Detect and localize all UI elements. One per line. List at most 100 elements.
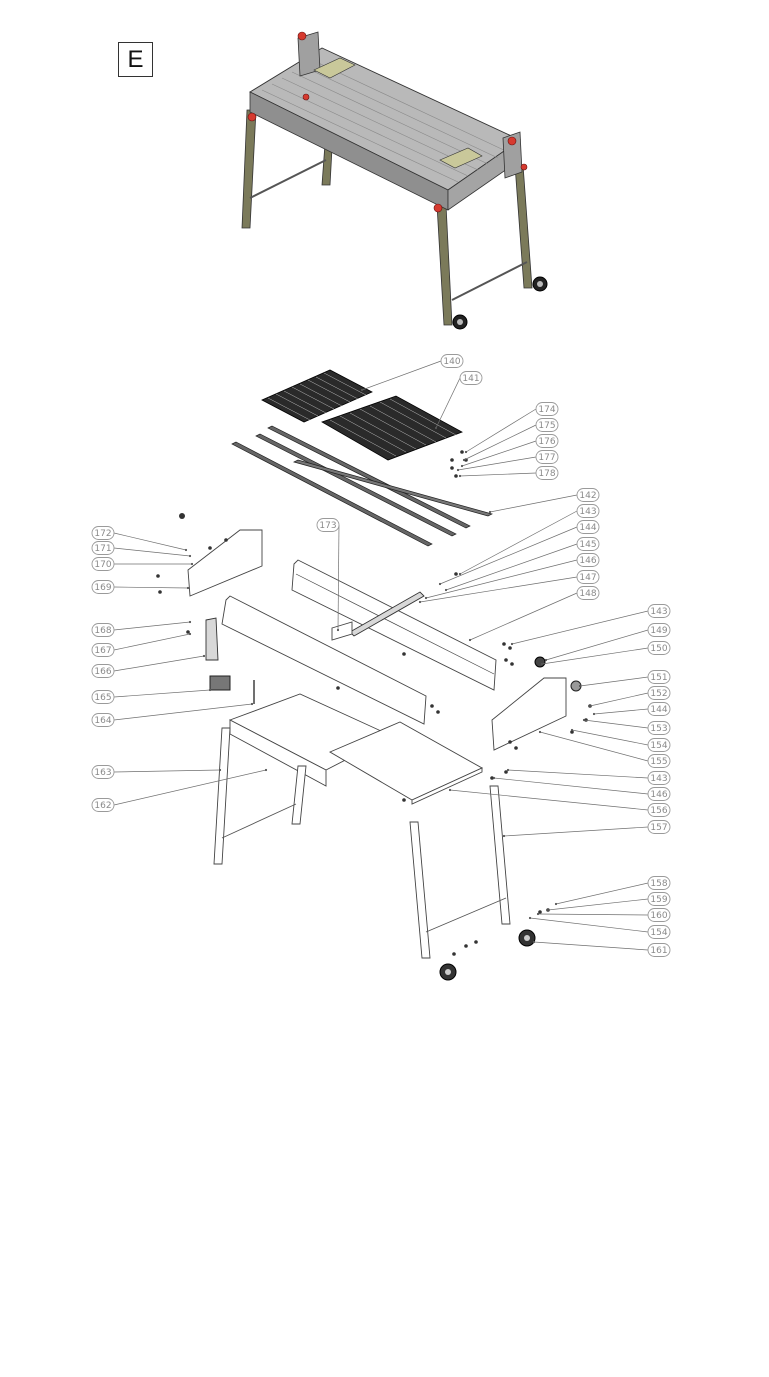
callout-159: 159 (546, 892, 671, 912)
callout-oval (316, 518, 340, 532)
callout-leader-dot (448, 788, 452, 792)
callout-oval (647, 641, 671, 655)
callout-143: 143 (458, 504, 600, 576)
rail-1 (231, 441, 433, 547)
right-end-plate (491, 677, 567, 751)
callout-oval (647, 787, 671, 801)
callout-leader-line (529, 917, 649, 933)
callout-oval (91, 690, 115, 704)
callout-label: 158 (650, 879, 667, 889)
callout-163: 163 (91, 765, 222, 779)
callout-oval (647, 623, 671, 637)
callout-leader-dot (438, 582, 442, 586)
callout-176: 176 (460, 434, 559, 468)
leg-crossbar-left (249, 159, 327, 199)
callout-167: 167 (91, 632, 192, 657)
callout-154: 154 (528, 916, 671, 939)
callout-171: 171 (91, 541, 192, 558)
callout-leader-line (113, 689, 211, 698)
callout-label: 152 (650, 689, 667, 699)
callout-oval (91, 526, 115, 540)
callout-layer: 1401411741751761771781421431441451461471… (91, 354, 671, 957)
callout-label: 149 (650, 626, 667, 636)
callout-leader-line (465, 408, 537, 453)
callout-oval (91, 664, 115, 678)
callout-leader-dot (336, 628, 340, 632)
callout-170: 170 (91, 557, 194, 571)
callout-oval (535, 434, 559, 448)
callout-label: 159 (650, 895, 667, 905)
callout-oval (647, 803, 671, 817)
callout-leader-line (545, 629, 649, 661)
callout-oval (647, 771, 671, 785)
callout-label: 160 (650, 911, 667, 921)
callout-144: 144 (592, 702, 671, 716)
callout-label: 151 (650, 673, 667, 683)
callout-leader-dot (510, 642, 514, 646)
callout-leader-dot (588, 704, 592, 708)
callout-oval (91, 541, 115, 555)
fence-rail-148 (291, 559, 497, 691)
callout-oval (440, 354, 464, 368)
callout-leader-dot (578, 684, 582, 688)
callout-oval (576, 570, 600, 584)
callout-leader-dot (464, 450, 468, 454)
callout-172: 172 (91, 526, 188, 552)
callout-label: 153 (650, 724, 667, 734)
callout-leader-line (593, 708, 649, 715)
callout-oval (535, 466, 559, 480)
table-insert-left (313, 57, 356, 79)
callout-oval (535, 450, 559, 464)
callout-oval (647, 943, 671, 957)
callout-leader-line (541, 647, 649, 665)
callout-label: 167 (94, 646, 111, 656)
callout-leader-line (435, 377, 461, 429)
callout-label: 156 (650, 806, 667, 816)
callout-label: 146 (650, 790, 667, 800)
callout-leader-line (571, 729, 649, 746)
leg-right-front (436, 204, 453, 326)
callout-oval (647, 702, 671, 716)
callout-leader-line (113, 655, 205, 672)
callout-leader-line (439, 526, 578, 585)
crossbar-147 (349, 591, 425, 637)
callout-oval (91, 713, 115, 727)
callout-leader-dot (582, 718, 586, 722)
callout-leader-dot (418, 600, 422, 604)
callout-leader-dot (506, 768, 510, 772)
callout-leader-dot (190, 562, 194, 566)
end-plate-right (502, 131, 523, 179)
long-rail (221, 595, 427, 725)
callout-leader-dot (186, 586, 190, 590)
callout-oval (91, 580, 115, 594)
callout-166: 166 (91, 654, 206, 678)
callout-leader-dot (458, 572, 462, 576)
callout-leader-line (547, 898, 649, 911)
callout-leader-dot (360, 388, 364, 392)
callout-leader-dot (532, 940, 536, 944)
callout-156: 156 (448, 788, 671, 817)
callout-label: 162 (94, 801, 111, 811)
callout-leader-line (503, 826, 649, 837)
callout-leader-dot (250, 702, 254, 706)
callout-leader-line (113, 769, 267, 806)
callout-oval (91, 643, 115, 657)
callout-leader-dot (544, 658, 548, 662)
callout-leader-line (361, 360, 442, 391)
callout-leader-line (579, 676, 649, 687)
callout-oval (576, 537, 600, 551)
callout-leader-line (113, 586, 189, 589)
callout-oval (91, 557, 115, 571)
callout-label: 143 (579, 507, 596, 517)
leg-left-front (241, 109, 257, 229)
knob-mid (302, 93, 310, 101)
callout-leader-line (463, 424, 537, 461)
knob-left-front (247, 112, 257, 122)
assembled-table-illustration (241, 31, 548, 330)
callout-label: 170 (94, 560, 111, 570)
fence-rail-148-edge (295, 573, 495, 675)
callout-leader-line (493, 777, 649, 795)
callout-oval (647, 908, 671, 922)
callout-155: 155 (538, 730, 671, 768)
callout-label: 154 (650, 928, 667, 938)
